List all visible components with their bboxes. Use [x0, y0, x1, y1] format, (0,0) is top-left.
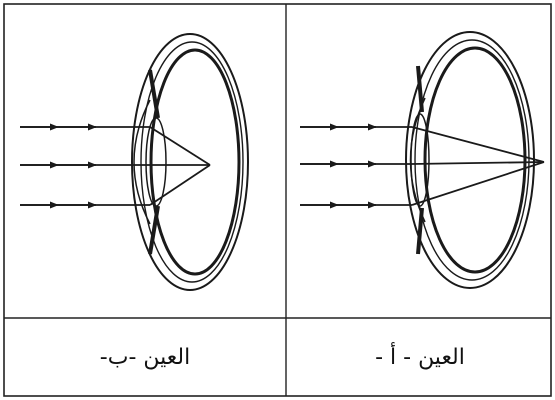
- eye-b-iris-top: [150, 70, 158, 118]
- eye-a-iris-bottom: [418, 208, 422, 254]
- figure-frame: [4, 4, 551, 396]
- eye-b-caption: العين -ب-: [100, 345, 190, 370]
- eye-b-diagram: [20, 34, 248, 290]
- eye-a-iris-top: [418, 66, 422, 112]
- eye-a-rays: [300, 127, 544, 205]
- eye-b-rays: [20, 127, 210, 205]
- eye-a-retina: [425, 48, 525, 272]
- eye-b-ray-top-refracted: [150, 127, 210, 165]
- eye-a-middle-wall: [415, 40, 529, 280]
- eye-b-middle-wall: [141, 42, 243, 282]
- eye-b-iris-bottom: [150, 206, 158, 254]
- eye-b-ray-bottom-refracted: [150, 165, 210, 205]
- eye-a-diagram: [300, 32, 544, 288]
- eye-b-retina: [151, 50, 239, 274]
- eye-a-caption: العين - أ -: [375, 342, 465, 370]
